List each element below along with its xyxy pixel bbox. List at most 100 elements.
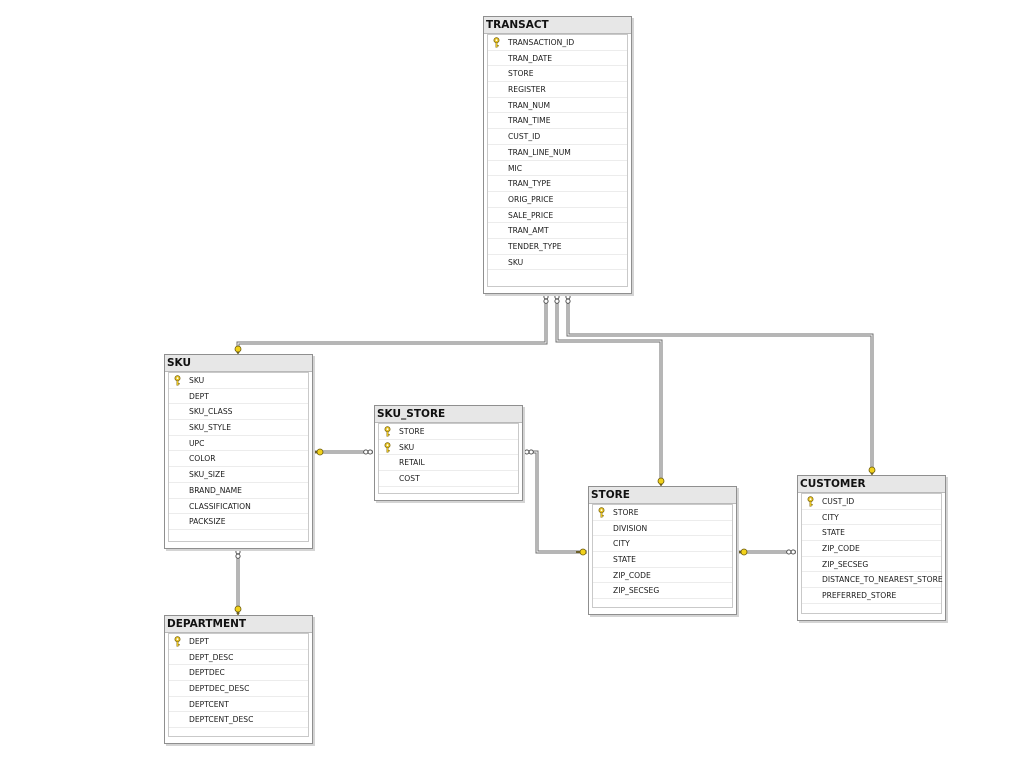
column-row[interactable]: DEPTDEC_DESC	[169, 681, 308, 697]
one-end-key-marker-icon	[313, 448, 324, 456]
column-row[interactable]: TRAN_AMT	[488, 223, 627, 239]
relationship-store-transact[interactable]	[554, 294, 665, 488]
column-name: SKU	[508, 257, 524, 267]
column-name: COLOR	[189, 454, 216, 464]
column-row[interactable]: DIVISION	[593, 521, 732, 537]
relationship-sku-sku_store[interactable]	[313, 448, 373, 456]
column-row[interactable]: BRAND_NAME	[169, 483, 308, 499]
primary-key-icon	[598, 507, 605, 518]
many-end-infinity-marker-icon	[786, 549, 796, 555]
column-row[interactable]: CITY	[802, 510, 941, 526]
column-name: STATE	[613, 555, 636, 565]
connector-line-inner	[556, 297, 662, 485]
column-row[interactable]: TRAN_LINE_NUM	[488, 145, 627, 161]
column-name: STORE	[508, 69, 534, 79]
column-row[interactable]: STORE	[379, 424, 518, 440]
column-row[interactable]: TENDER_TYPE	[488, 239, 627, 255]
column-row[interactable]: COLOR	[169, 451, 308, 468]
column-name: CLASSIFICATION	[189, 501, 251, 511]
column-row[interactable]: CLASSIFICATION	[169, 499, 308, 515]
primary-key-icon	[174, 636, 181, 647]
column-row[interactable]: REGISTER	[488, 82, 627, 98]
relationship-customer-transact[interactable]	[565, 294, 876, 477]
column-row[interactable]: DEPTDEC	[169, 665, 308, 682]
column-row[interactable]: ORIG_PRICE	[488, 192, 627, 208]
relationship-store-customer[interactable]	[737, 548, 796, 556]
column-row[interactable]: STORE	[488, 66, 627, 83]
column-row[interactable]: TRAN_NUM	[488, 98, 627, 114]
column-row[interactable]: DEPT	[169, 389, 308, 405]
column-row[interactable]: STATE	[593, 552, 732, 568]
column-row[interactable]: RETAIL	[379, 455, 518, 472]
column-name: TENDER_TYPE	[508, 241, 562, 251]
column-name: DEPTDEC_DESC	[189, 684, 250, 694]
column-name: COST	[399, 474, 420, 484]
column-name: TRAN_TIME	[508, 116, 551, 126]
column-row[interactable]: UPC	[169, 436, 308, 452]
column-name: PREFERRED_STORE	[822, 591, 897, 601]
connector-line-inner	[567, 297, 873, 474]
column-row[interactable]: TRAN_DATE	[488, 51, 627, 67]
column-row[interactable]: SKU_SIZE	[169, 467, 308, 483]
column-row[interactable]: SKU	[488, 255, 627, 271]
column-row[interactable]: ZIP_SECSEG	[802, 557, 941, 573]
table-title: STORE	[589, 487, 736, 504]
column-row[interactable]: MIC	[488, 161, 627, 177]
column-row[interactable]: PACKSIZE	[169, 514, 308, 530]
column-row[interactable]: TRANSACTION_ID	[488, 35, 627, 51]
column-row[interactable]: SKU_STYLE	[169, 420, 308, 436]
column-row[interactable]: DEPT_DESC	[169, 650, 308, 666]
column-name: PACKSIZE	[189, 517, 226, 527]
relationship-department-sku[interactable]	[234, 549, 242, 616]
column-row[interactable]: SKU_CLASS	[169, 404, 308, 421]
column-row[interactable]: TRAN_TYPE	[488, 176, 627, 192]
column-row[interactable]: DEPT	[169, 634, 308, 650]
column-row[interactable]: DEPTCENT_DESC	[169, 712, 308, 729]
column-name: ZIP_CODE	[613, 570, 651, 580]
relationship-store-sku_store[interactable]	[524, 449, 587, 556]
column-name: DISTANCE_TO_NEAREST_STORE	[822, 575, 943, 585]
column-row[interactable]: ZIP_CODE	[593, 568, 732, 584]
one-end-key-marker-icon	[737, 548, 748, 556]
column-row[interactable]: SKU	[169, 373, 308, 389]
primary-key-icon	[174, 375, 181, 386]
primary-key-icon	[493, 37, 500, 48]
column-name: TRAN_LINE_NUM	[508, 147, 571, 157]
primary-key-icon	[384, 441, 391, 453]
column-row[interactable]: CUST_ID	[802, 494, 941, 510]
column-name: MIC	[508, 163, 523, 173]
column-row[interactable]: TRAN_TIME	[488, 113, 627, 130]
column-row[interactable]: SALE_PRICE	[488, 208, 627, 224]
relationship-sku-transact[interactable]	[234, 294, 549, 356]
column-name: DEPT	[189, 637, 209, 646]
column-row[interactable]: CUST_ID	[488, 129, 627, 145]
connector-line-inner	[237, 297, 547, 353]
table-title: TRANSACT	[484, 17, 631, 34]
column-row[interactable]: PREFERRED_STORE	[802, 588, 941, 604]
many-end-infinity-marker-icon	[363, 449, 373, 455]
column-row[interactable]: ZIP_CODE	[802, 541, 941, 557]
column-row[interactable]: ZIP_SECSEG	[593, 583, 732, 600]
column-row[interactable]: DISTANCE_TO_NEAREST_STORE	[802, 572, 943, 589]
column-name: DEPTCENT	[189, 699, 229, 709]
column-row[interactable]: STORE	[593, 505, 732, 521]
connector-line	[555, 297, 663, 485]
column-row[interactable]: COST	[379, 471, 518, 487]
column-row[interactable]: CITY	[593, 536, 732, 553]
connector-line	[524, 450, 587, 554]
column-row[interactable]: STATE	[802, 525, 941, 542]
column-row[interactable]: DEPTCENT	[169, 697, 308, 713]
column-row[interactable]: SKU	[379, 440, 518, 456]
connector-line	[236, 297, 548, 353]
column-name: SKU_SIZE	[189, 470, 226, 480]
